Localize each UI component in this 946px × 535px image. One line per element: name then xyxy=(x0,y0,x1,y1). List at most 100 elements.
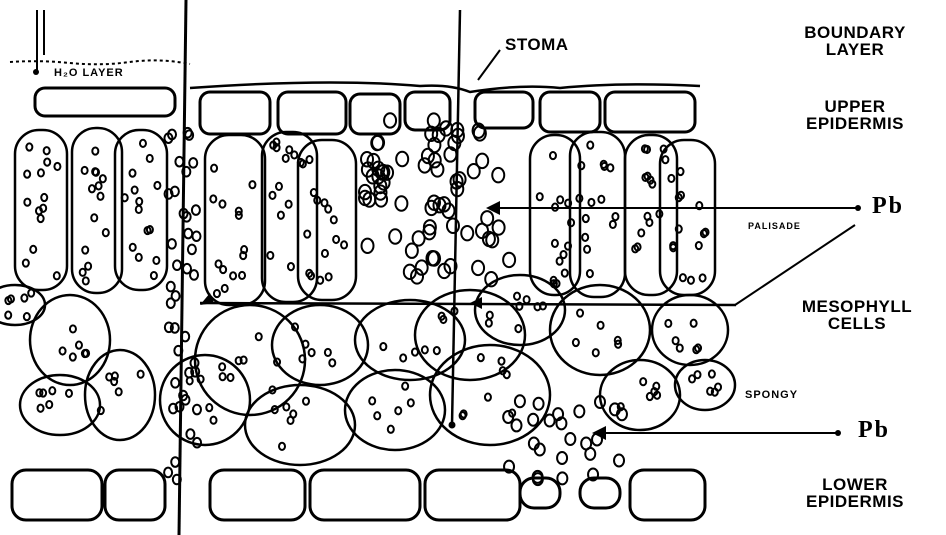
granule xyxy=(369,397,375,404)
granule xyxy=(38,215,44,222)
granule xyxy=(396,152,408,166)
granule xyxy=(662,156,668,163)
granule xyxy=(528,414,538,426)
granule xyxy=(24,199,30,206)
mesophyll-arrowhead-left xyxy=(200,293,214,305)
granule xyxy=(325,205,331,212)
granule xyxy=(485,394,491,401)
spongy-cell xyxy=(600,360,680,430)
granule xyxy=(565,200,571,207)
granule xyxy=(565,433,575,445)
granule xyxy=(83,277,89,284)
granule xyxy=(700,274,706,281)
granule xyxy=(404,265,416,279)
granule xyxy=(665,320,671,327)
granule xyxy=(173,260,181,270)
granule xyxy=(431,162,443,176)
label-lower-epidermis: LOWER EPIDERMIS xyxy=(775,476,935,510)
granule xyxy=(151,272,157,279)
label-stoma: STOMA xyxy=(505,36,569,53)
granule xyxy=(38,405,44,412)
granule xyxy=(552,240,558,247)
granule xyxy=(322,250,328,257)
stoma-pointer xyxy=(478,50,500,80)
granule xyxy=(610,221,616,228)
granule xyxy=(189,158,197,168)
label-mesophyll-cells: MESOPHYLL CELLS xyxy=(768,298,946,332)
granule xyxy=(638,229,644,236)
granule xyxy=(524,296,530,303)
granule xyxy=(691,320,697,327)
granule xyxy=(577,309,583,316)
granule xyxy=(136,206,142,213)
granule xyxy=(76,342,82,349)
granule xyxy=(54,272,60,279)
granule xyxy=(434,347,440,354)
granule xyxy=(389,229,401,243)
label-spongy: SPONGY xyxy=(745,390,798,401)
granule xyxy=(214,290,220,297)
granule xyxy=(164,468,172,478)
lower-epidermis-cells xyxy=(12,470,705,520)
granule xyxy=(138,371,144,378)
palisade-pointer xyxy=(735,225,855,305)
granule xyxy=(425,201,437,215)
granule xyxy=(582,234,588,241)
granule xyxy=(211,417,217,424)
granule xyxy=(673,337,679,344)
granule xyxy=(278,212,284,219)
upper-epidermis-cell xyxy=(405,92,450,130)
granule xyxy=(85,263,91,270)
granule xyxy=(326,273,332,280)
granule xyxy=(82,167,88,174)
granule xyxy=(70,325,76,332)
granule xyxy=(21,294,27,301)
granule xyxy=(82,246,88,253)
granule xyxy=(168,239,176,249)
granule xyxy=(428,113,440,127)
granule xyxy=(587,270,593,277)
granule xyxy=(256,333,262,340)
pb-top-arrowhead xyxy=(486,201,500,215)
granule xyxy=(44,159,50,166)
granule xyxy=(486,319,492,326)
granule xyxy=(408,399,414,406)
granule xyxy=(100,175,106,182)
granule xyxy=(219,363,225,370)
granule xyxy=(269,192,275,199)
granule xyxy=(171,378,179,388)
granule xyxy=(66,390,72,397)
granule xyxy=(478,354,484,361)
upper-epidermis-cells xyxy=(35,88,695,134)
granule xyxy=(537,193,543,200)
mesophyll-line xyxy=(200,303,736,305)
granule xyxy=(122,194,128,201)
granule xyxy=(44,147,50,154)
granule xyxy=(422,346,428,353)
granule xyxy=(472,261,484,275)
granule xyxy=(306,156,312,163)
granule xyxy=(677,344,683,351)
spongy-cell xyxy=(245,385,355,465)
lower-epidermis-cell xyxy=(12,470,102,520)
granule xyxy=(341,241,347,248)
granule xyxy=(587,142,593,149)
granule xyxy=(565,242,571,249)
granule xyxy=(206,404,212,411)
granule xyxy=(598,322,604,329)
granule xyxy=(40,205,46,212)
granule xyxy=(395,196,407,210)
granule xyxy=(515,395,525,407)
granule xyxy=(395,407,401,414)
granule xyxy=(329,359,335,366)
granule xyxy=(188,245,196,255)
granule xyxy=(476,224,488,238)
granule xyxy=(147,155,153,162)
granule xyxy=(584,246,590,253)
granule xyxy=(709,370,715,377)
granule xyxy=(241,356,247,363)
granule xyxy=(588,199,594,206)
granule xyxy=(676,225,682,232)
pb-bottom-end-dot xyxy=(835,430,841,436)
